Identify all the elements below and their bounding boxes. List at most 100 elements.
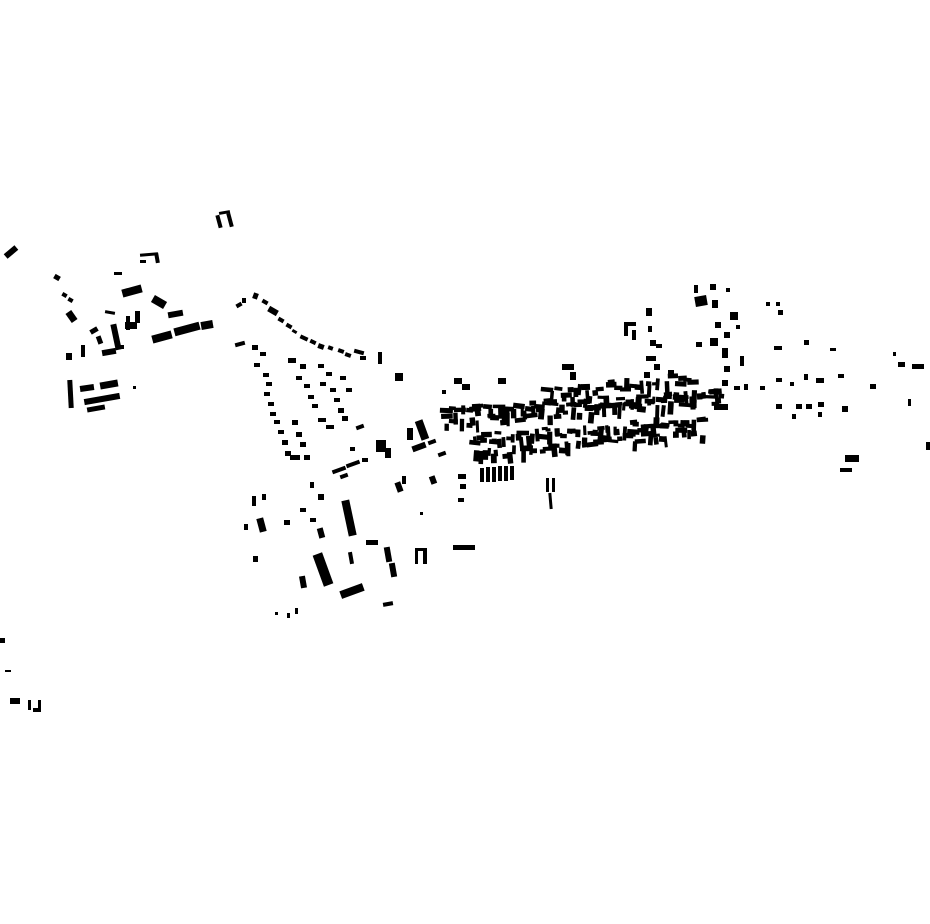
- building: [5, 670, 11, 672]
- building: [605, 426, 611, 439]
- building: [496, 438, 503, 449]
- building: [242, 298, 246, 303]
- building: [660, 397, 668, 404]
- building: [696, 393, 703, 400]
- building: [256, 517, 267, 533]
- building: [510, 408, 517, 419]
- building: [718, 393, 725, 399]
- building: [576, 383, 582, 396]
- building: [724, 366, 730, 372]
- building: [454, 378, 462, 384]
- building: [461, 405, 466, 415]
- building: [83, 392, 121, 406]
- building: [722, 380, 728, 386]
- building: [714, 404, 728, 410]
- building: [326, 372, 332, 376]
- building: [482, 404, 493, 410]
- building: [486, 467, 490, 482]
- building: [300, 364, 306, 369]
- building: [340, 376, 346, 380]
- building: [331, 465, 347, 475]
- building: [617, 405, 622, 419]
- building: [778, 310, 783, 315]
- building: [139, 252, 159, 257]
- building: [262, 494, 266, 500]
- building: [521, 449, 526, 463]
- building: [554, 386, 563, 391]
- building: [378, 352, 382, 364]
- building: [547, 431, 553, 445]
- building: [678, 402, 692, 408]
- building: [646, 356, 656, 361]
- building: [318, 364, 324, 368]
- building: [318, 418, 326, 422]
- building: [575, 440, 582, 450]
- building: [415, 548, 418, 564]
- building: [260, 352, 266, 356]
- building: [593, 439, 604, 445]
- building: [646, 308, 652, 316]
- building: [235, 301, 243, 309]
- building: [615, 401, 623, 407]
- building: [687, 379, 699, 385]
- building: [607, 438, 619, 444]
- building: [299, 334, 309, 342]
- building: [558, 447, 567, 454]
- building: [492, 467, 496, 482]
- building: [816, 378, 824, 383]
- building: [648, 398, 655, 405]
- building: [624, 326, 628, 336]
- building: [285, 451, 291, 456]
- building: [28, 700, 31, 710]
- building: [104, 310, 116, 315]
- building: [478, 450, 484, 465]
- building: [114, 272, 122, 275]
- building: [792, 414, 796, 419]
- building: [414, 419, 430, 441]
- building: [480, 437, 487, 443]
- building: [726, 288, 730, 292]
- building: [685, 423, 693, 429]
- building: [570, 397, 576, 407]
- building: [562, 410, 569, 415]
- building: [472, 436, 477, 444]
- building: [475, 420, 480, 433]
- building: [420, 512, 423, 515]
- building: [547, 415, 553, 426]
- building: [67, 379, 74, 409]
- building: [473, 450, 480, 462]
- building: [712, 300, 718, 308]
- building: [898, 362, 905, 367]
- building: [710, 338, 718, 346]
- building: [646, 383, 652, 398]
- building: [504, 466, 508, 481]
- building: [845, 455, 859, 462]
- building: [776, 404, 782, 409]
- building: [636, 394, 649, 399]
- building: [804, 340, 809, 345]
- building: [570, 372, 576, 380]
- building: [200, 320, 214, 330]
- building: [642, 424, 650, 433]
- building: [366, 540, 378, 545]
- building: [668, 370, 674, 374]
- building: [537, 408, 545, 420]
- building: [344, 352, 352, 358]
- building: [655, 405, 660, 419]
- building: [692, 400, 697, 409]
- building: [664, 381, 670, 396]
- building: [312, 404, 318, 408]
- building: [304, 384, 310, 388]
- building: [506, 451, 514, 464]
- building: [338, 408, 344, 413]
- building: [540, 386, 554, 393]
- building: [264, 392, 270, 396]
- building: [263, 373, 269, 377]
- building: [567, 386, 574, 393]
- building: [493, 449, 499, 457]
- building: [691, 419, 697, 433]
- building: [385, 448, 391, 458]
- building: [252, 496, 256, 506]
- building: [234, 340, 246, 348]
- building: [81, 345, 85, 357]
